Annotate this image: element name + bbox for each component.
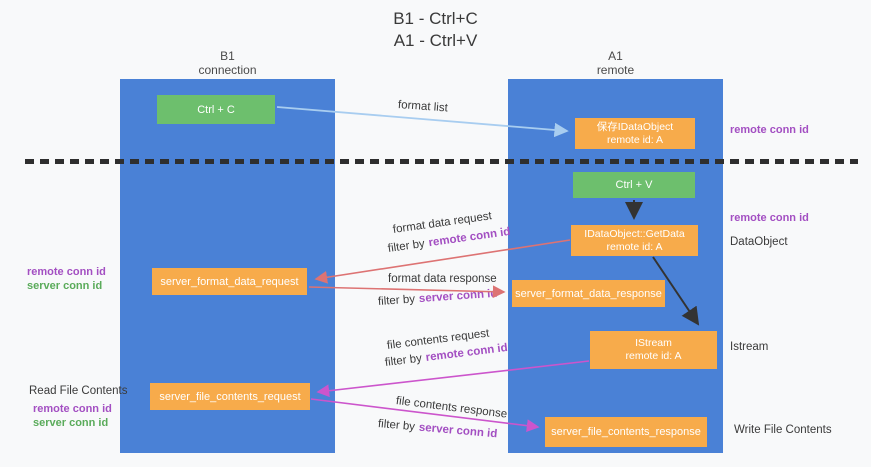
box-server-file-contents-response-label: server_file_contents_response [551,426,701,438]
flow-label-file-contents-response: file contents response [395,395,508,421]
box-server-file-contents-request-label: server_file_contents_request [159,390,301,403]
box-idataobject-getdata-line2: remote id: A [606,240,663,253]
box-ctrl-v: Ctrl + V [573,172,695,198]
lane-a1-subtitle: remote [596,63,635,77]
annotation-read-file-contents: Read File Contents [29,385,128,397]
box-save-idataobject: 保存IDataObject remote id: A [575,118,695,149]
box-istream-line2: remote id: A [625,350,682,362]
box-istream: IStream remote id: A [590,331,717,369]
lane-a1-title: A1 [608,49,623,63]
annotation-istream: Istream [730,341,769,353]
lane-header-b1: B1 connection [120,49,335,77]
annotation-left-remote-conn-id: remote conn id [27,266,106,278]
flow-label-format-data-response: format data response [388,273,497,285]
flow-label-format-list: format list [397,99,449,115]
filter-by-text: filter by [377,418,416,434]
diagram-title-line2: A1 - Ctrl+V [393,31,478,50]
flow-label-filter-server-1: filter by server conn id [378,288,498,308]
box-save-idataobject-line2: remote id: A [606,133,664,146]
lane-b1-subtitle: connection [198,63,257,77]
annotation-left-server-conn-id-2: server conn id [33,417,109,429]
box-server-file-contents-request: server_file_contents_request [150,383,310,410]
box-ctrl-v-label: Ctrl + V [615,179,653,191]
phase-divider-dashed-line [25,159,858,164]
box-save-idataobject-line1: 保存IDataObject [596,120,674,133]
annotation-left-remote-conn-id-2: remote conn id [33,403,112,415]
lane-header-a1: A1 remote [508,49,723,77]
box-server-format-data-request-label: server_format_data_request [160,275,299,288]
box-idataobject-getdata: IDataObject::GetData remote id: A [571,225,698,256]
annotation-left-server-conn-id: server conn id [27,280,103,292]
annotation-dataobject: DataObject [730,236,788,248]
diagram-title-line1: B1 - Ctrl+C [393,9,478,28]
filter-server-conn-id: server conn id [418,421,498,441]
box-ctrl-c-label: Ctrl + C [197,103,235,116]
box-server-format-data-response: server_format_data_response [512,280,665,307]
box-server-format-data-request: server_format_data_request [152,268,307,295]
diagram-title: B1 - Ctrl+C A1 - Ctrl+V [0,8,871,52]
box-server-format-data-response-label: server_format_data_response [515,287,662,300]
annotation-remote-conn-id-mid: remote conn id [730,212,809,224]
flow-label-filter-server-2: filter by server conn id [377,418,497,440]
box-ctrl-c: Ctrl + C [157,95,275,124]
lane-b1-title: B1 [220,49,235,63]
box-istream-line1: IStream [635,337,672,349]
box-server-file-contents-response: server_file_contents_response [545,417,707,447]
annotation-remote-conn-id-top: remote conn id [730,124,809,136]
annotation-write-file-contents: Write File Contents [734,424,832,436]
filter-by-text: filter by [387,237,426,255]
box-idataobject-getdata-line1: IDataObject::GetData [584,227,685,240]
filter-by-text: filter by [377,293,416,308]
filter-by-text: filter by [384,352,423,369]
filter-server-conn-id: server conn id [418,287,498,306]
